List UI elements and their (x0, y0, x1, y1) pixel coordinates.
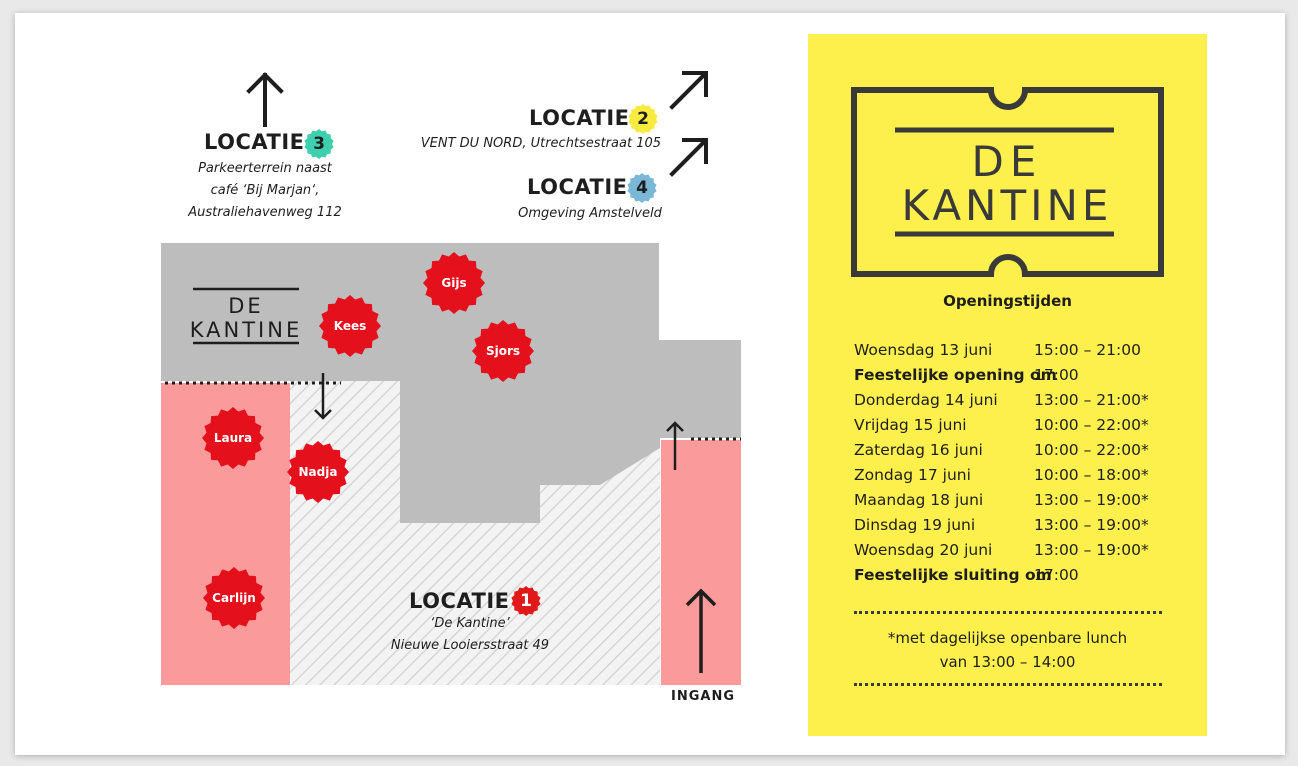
stand-laura[interactable]: Laura (201, 406, 265, 470)
location-2-badge: 2 (628, 104, 658, 134)
opening-hours-panel: DE KANTINE Openingstijden Woensdag 13 ju… (808, 34, 1207, 736)
location-1-badge: 1 (511, 586, 541, 616)
location-3-badge: 3 (304, 129, 334, 159)
stand-gijs[interactable]: Gijs (422, 251, 486, 315)
location-1-label: LOCATIE (409, 589, 510, 613)
stand-carlijn[interactable]: Carlijn (202, 566, 266, 630)
location-4-label: LOCATIE (527, 175, 628, 199)
panel-logo-kantine: KANTINE (902, 181, 1113, 230)
hours-title: Openingstijden (943, 292, 1072, 310)
location-3-address: Parkeerterrein naast café ‘Bij Marjan‘, … (188, 161, 342, 220)
map-logo-kantine: KANTINE (190, 318, 302, 342)
location-2-address: VENT DU NORD, Utrechtsestraat 105 (420, 136, 661, 151)
building-area (161, 243, 741, 523)
entrance-label: INGANG (671, 689, 735, 704)
floor-map: DE KANTINE (161, 243, 741, 685)
direction-arrows (246, 71, 708, 177)
divider (854, 683, 1162, 686)
arrow-northeast-icon (669, 138, 708, 177)
poster-card: LOCATIE 3 Parkeerterrein naast café ‘Bij… (15, 13, 1285, 755)
location-3-label: LOCATIE (204, 130, 305, 154)
ticket-logo: DE KANTINE (851, 87, 1164, 277)
lunch-footnote: *met dagelijkse openbare lunch van 13:00… (887, 629, 1128, 671)
courtyard-area (290, 381, 660, 685)
stand-nadja[interactable]: Nadja (286, 440, 350, 504)
divider (854, 611, 1162, 614)
ticket-outline-icon (851, 87, 1164, 277)
map-logo-de: DE (228, 294, 263, 318)
location-2-label: LOCATIE (529, 106, 630, 130)
location-4-address: Omgeving Amstelveld (518, 206, 662, 221)
location-4-badge: 4 (627, 173, 657, 203)
location-1-address: ‘De Kantine’ Nieuwe Looiersstraat 49 (390, 616, 550, 653)
stand-kees[interactable]: Kees (318, 294, 382, 358)
stand-sjors[interactable]: Sjors (471, 319, 535, 383)
panel-logo-de: DE (972, 137, 1043, 186)
arrow-northeast-icon (669, 71, 708, 110)
